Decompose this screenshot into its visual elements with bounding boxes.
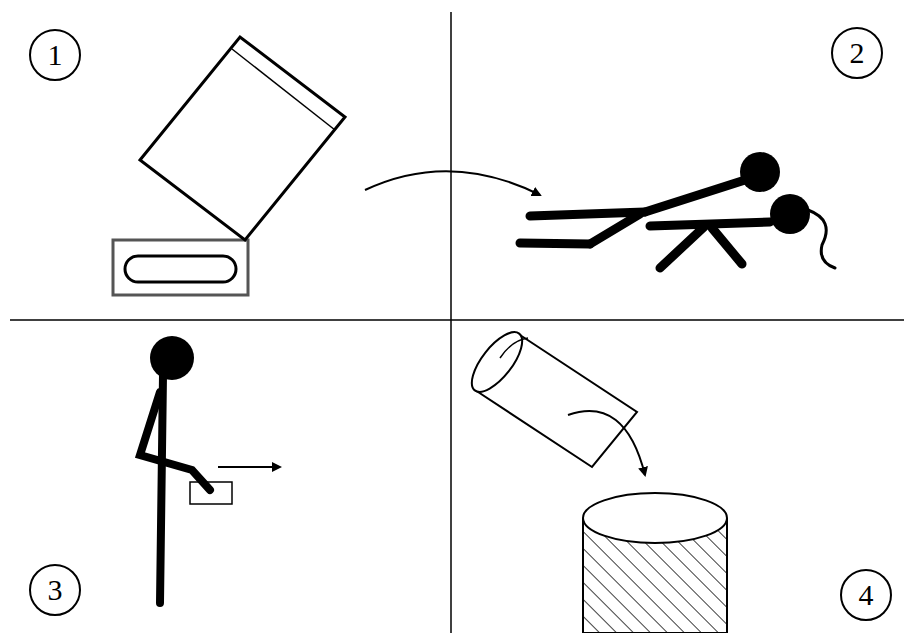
callout-circle: 1	[29, 29, 81, 81]
card	[190, 482, 232, 504]
callout-number: 4	[859, 578, 874, 612]
motion-arrow	[218, 466, 280, 468]
callout-circle: 3	[29, 564, 81, 616]
callout-number: 1	[48, 38, 63, 72]
callout-circle: 2	[831, 27, 883, 79]
callout-number: 3	[48, 573, 63, 607]
package-illustration	[113, 37, 345, 295]
flow-arrow	[365, 171, 540, 195]
callout-number: 2	[850, 36, 865, 70]
pouring-illustration	[463, 324, 727, 633]
standing-figure	[140, 375, 210, 603]
lying-figures	[520, 180, 835, 268]
head	[150, 336, 194, 380]
divider-line	[450, 12, 452, 633]
head	[770, 194, 810, 234]
divider-line	[10, 319, 904, 321]
head	[740, 152, 780, 192]
callout-circle: 4	[840, 569, 892, 621]
pour-arrow	[568, 411, 645, 475]
